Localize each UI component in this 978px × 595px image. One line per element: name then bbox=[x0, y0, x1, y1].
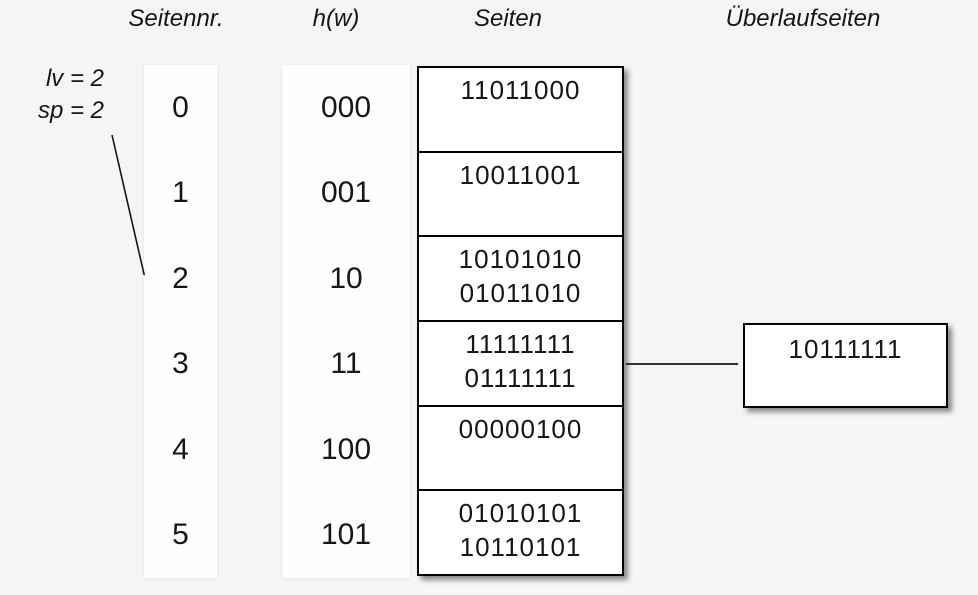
page-cell: 00000100 bbox=[419, 407, 622, 492]
page-cell: 11011000 bbox=[419, 68, 622, 153]
page-number: 3 bbox=[172, 347, 189, 381]
hash-value-column: 000 001 10 11 100 101 bbox=[282, 65, 410, 578]
hash-value: 100 bbox=[320, 432, 372, 466]
header-ueberlaufseiten: Überlaufseiten bbox=[725, 5, 881, 32]
record-value: 10111111 bbox=[788, 334, 903, 364]
record-value: 10110101 bbox=[459, 532, 582, 563]
page-number: 1 bbox=[172, 176, 189, 210]
page-number: 4 bbox=[172, 432, 189, 466]
record-value: 10101010 bbox=[458, 244, 583, 275]
pages-table: 11011000 10011001 10101010 01011010 1111… bbox=[417, 66, 624, 576]
page-cell: 01010101 10110101 bbox=[419, 491, 622, 574]
page-number: 0 bbox=[172, 90, 189, 124]
overflow-page: 10111111 bbox=[743, 323, 948, 408]
state-annotation: lv = 2 sp = 2 bbox=[14, 63, 104, 127]
hash-value: 101 bbox=[320, 518, 372, 552]
record-value: 11011000 bbox=[460, 75, 581, 105]
page-cell: 10101010 01011010 bbox=[419, 237, 622, 323]
page-cell: 10011001 bbox=[419, 153, 622, 238]
record-value: 00000100 bbox=[458, 413, 583, 444]
record-value: 11111111 bbox=[465, 329, 576, 360]
hash-value: 000 bbox=[320, 90, 372, 124]
level-value: lv = 2 bbox=[45, 65, 104, 92]
hash-value: 001 bbox=[320, 176, 372, 210]
page-number-column: 0 1 2 3 4 5 bbox=[144, 65, 217, 578]
page-number: 5 bbox=[172, 518, 189, 552]
record-value: 01011010 bbox=[459, 278, 582, 309]
record-value: 01010101 bbox=[458, 498, 583, 529]
page-number: 2 bbox=[172, 261, 189, 295]
split-pointer-value: sp = 2 bbox=[37, 97, 104, 124]
header-seiten: Seiten bbox=[473, 5, 543, 32]
header-hash-function: h(w) bbox=[312, 5, 360, 32]
record-value: 01111111 bbox=[464, 363, 577, 394]
record-value: 10011001 bbox=[459, 159, 582, 190]
page-cell: 11111111 01111111 bbox=[419, 322, 622, 407]
header-seitennr: Seitennr. bbox=[128, 5, 224, 32]
split-pointer-arrow bbox=[111, 134, 144, 274]
hash-value: 11 bbox=[330, 347, 362, 381]
hash-value: 10 bbox=[329, 261, 363, 295]
